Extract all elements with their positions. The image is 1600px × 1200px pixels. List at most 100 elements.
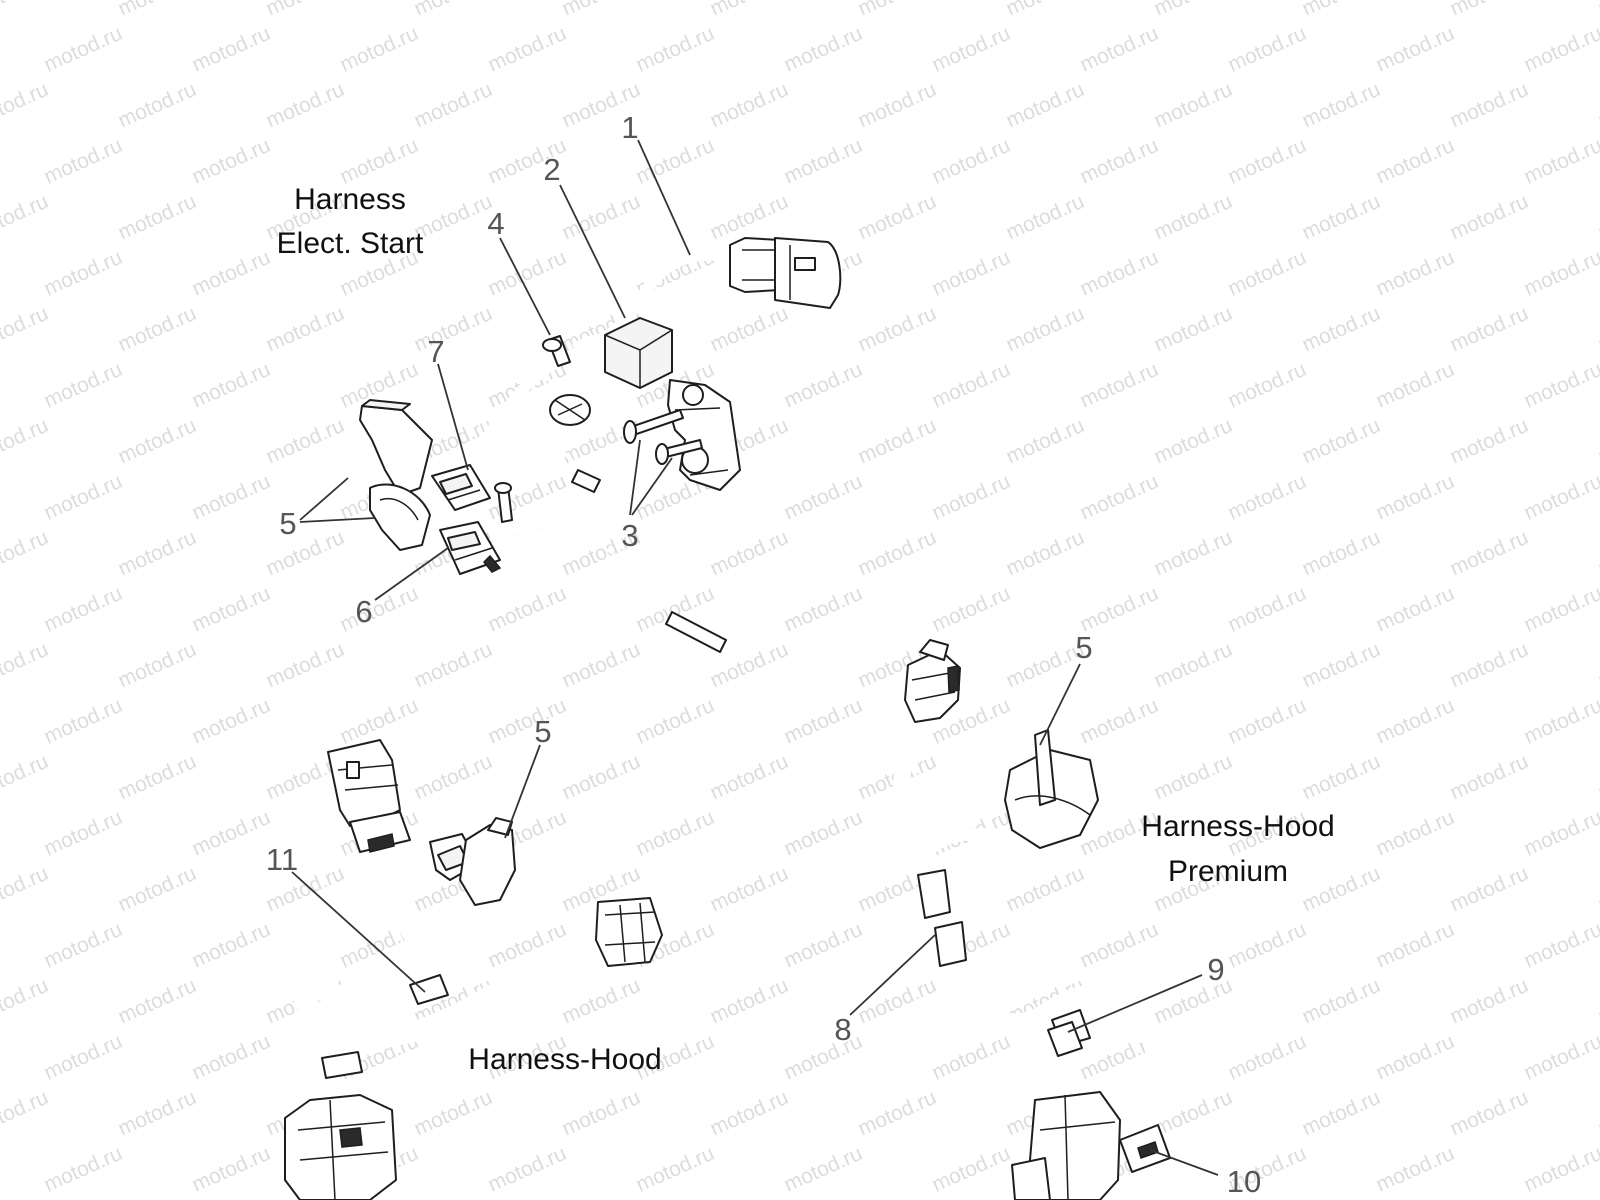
watermark-text: motod.ru bbox=[0, 78, 52, 133]
watermark-text: motod.ru bbox=[115, 526, 200, 581]
watermark-text: motod.ru bbox=[0, 862, 52, 917]
watermark-text: motod.ru bbox=[707, 0, 792, 21]
watermark-text: motod.ru bbox=[1595, 190, 1600, 245]
watermark-text: motod.ru bbox=[1595, 302, 1600, 357]
watermark-text: motod.ru bbox=[707, 1086, 792, 1141]
watermark-text: motod.ru bbox=[781, 694, 866, 749]
watermark-text: motod.ru bbox=[1299, 638, 1384, 693]
callout-5-elect-start: 5 bbox=[279, 506, 296, 541]
watermark-text: motod.ru bbox=[189, 1030, 274, 1085]
watermark-text: motod.ru bbox=[1447, 862, 1532, 917]
watermark-text: motod.ru bbox=[1225, 918, 1310, 973]
watermark-text: motod.ru bbox=[1521, 806, 1600, 861]
watermark-text: motod.ru bbox=[1521, 134, 1600, 189]
callout-7: 7 bbox=[427, 334, 444, 369]
watermark-text: motod.ru bbox=[1595, 78, 1600, 133]
watermark-text: motod.ru bbox=[781, 358, 866, 413]
watermark-text: motod.ru bbox=[1151, 414, 1236, 469]
watermark-text: motod.ru bbox=[337, 134, 422, 189]
callout-5-hood: 5 bbox=[534, 714, 551, 749]
watermark-text: motod.ru bbox=[189, 246, 274, 301]
watermark-text: motod.ru bbox=[115, 414, 200, 469]
watermark-text: motod.ru bbox=[559, 974, 644, 1029]
watermark-text: motod.ru bbox=[1077, 134, 1162, 189]
watermark-text: motod.ru bbox=[1299, 750, 1384, 805]
watermark-text: motod.ru bbox=[1373, 134, 1458, 189]
watermark-text: motod.ru bbox=[707, 750, 792, 805]
watermark-text: motod.ru bbox=[115, 862, 200, 917]
watermark-text: motod.ru bbox=[411, 190, 496, 245]
watermark-text: motod.ru bbox=[263, 414, 348, 469]
watermark-text: motod.ru bbox=[115, 638, 200, 693]
watermark-text: motod.ru bbox=[1225, 470, 1310, 525]
watermark-text: motod.ru bbox=[41, 1030, 126, 1085]
watermark-text: motod.ru bbox=[707, 302, 792, 357]
watermark-text: motod.ru bbox=[0, 974, 52, 1029]
watermark-text: motod.ru bbox=[929, 134, 1014, 189]
watermark-text: motod.ru bbox=[1521, 1142, 1600, 1197]
callout-6: 6 bbox=[355, 594, 372, 629]
watermark-text: motod.ru bbox=[1003, 302, 1088, 357]
watermark-text: motod.ru bbox=[1077, 918, 1162, 973]
watermark-text: motod.ru bbox=[1521, 470, 1600, 525]
watermark-text: motod.ru bbox=[115, 78, 200, 133]
watermark-text: motod.ru bbox=[1077, 22, 1162, 77]
watermark-text: motod.ru bbox=[1447, 750, 1532, 805]
watermark-text: motod.ru bbox=[781, 470, 866, 525]
harness-hood-premium-assembly bbox=[892, 639, 1230, 1200]
watermark-text: motod.ru bbox=[411, 302, 496, 357]
watermark-text: motod.ru bbox=[1447, 78, 1532, 133]
watermark-text: motod.ru bbox=[855, 526, 940, 581]
watermark-text: motod.ru bbox=[1447, 1086, 1532, 1141]
watermark-text: motod.ru bbox=[485, 470, 570, 525]
watermark-text: motod.ru bbox=[1521, 582, 1600, 637]
watermark-text: motod.ru bbox=[189, 470, 274, 525]
watermark-text: motod.ru bbox=[1595, 750, 1600, 805]
watermark-text: motod.ru bbox=[1521, 358, 1600, 413]
watermark-text: motod.ru bbox=[189, 22, 274, 77]
watermark-text: motod.ru bbox=[855, 0, 940, 21]
watermark-text: motod.ru bbox=[1003, 78, 1088, 133]
watermark-text: motod.ru bbox=[1521, 694, 1600, 749]
watermark-text: motod.ru bbox=[189, 918, 274, 973]
watermark-text: motod.ru bbox=[1595, 1086, 1600, 1141]
watermark-text: motod.ru bbox=[781, 582, 866, 637]
watermark-text: motod.ru bbox=[189, 358, 274, 413]
watermark-text: motod.ru bbox=[559, 638, 644, 693]
watermark-text: motod.ru bbox=[0, 0, 52, 21]
watermark-text: motod.ru bbox=[559, 1086, 644, 1141]
watermark-text: motod.ru bbox=[1299, 414, 1384, 469]
leader-lines bbox=[291, 139, 1219, 1176]
watermark-text: motod.ru bbox=[707, 526, 792, 581]
watermark-text: motod.ru bbox=[263, 302, 348, 357]
watermark-text: motod.ru bbox=[1447, 302, 1532, 357]
watermark-text: motod.ru bbox=[115, 974, 200, 1029]
watermark-text: motod.ru bbox=[1151, 190, 1236, 245]
watermark-text: motod.ru bbox=[1447, 638, 1532, 693]
watermark-text: motod.ru bbox=[0, 302, 52, 357]
watermark-text: motod.ru bbox=[707, 862, 792, 917]
callout-4: 4 bbox=[487, 206, 504, 241]
watermark-text: motod.ru bbox=[1595, 638, 1600, 693]
assembly-titles: Harness Elect. Start Harness-Hood Harnes… bbox=[277, 183, 1335, 1076]
watermark-text: motod.ru bbox=[1151, 638, 1236, 693]
watermark-text: motod.ru bbox=[633, 806, 718, 861]
watermark-text: motod.ru bbox=[1373, 1030, 1458, 1085]
watermark-text: motod.ru bbox=[633, 694, 718, 749]
watermark-text: motod.ru bbox=[1595, 862, 1600, 917]
watermark-text: motod.ru bbox=[1299, 78, 1384, 133]
watermark-text: motod.ru bbox=[1225, 22, 1310, 77]
callout-11: 11 bbox=[266, 842, 298, 877]
watermark-text: motod.ru bbox=[189, 694, 274, 749]
watermark-text: motod.ru bbox=[929, 246, 1014, 301]
watermark-text: motod.ru bbox=[1003, 0, 1088, 21]
watermark-text: motod.ru bbox=[929, 1142, 1014, 1197]
watermark-text: motod.ru bbox=[263, 78, 348, 133]
watermark-text: motod.ru bbox=[1373, 470, 1458, 525]
harness-elect-start-assembly bbox=[359, 237, 842, 653]
watermark-text: motod.ru bbox=[1225, 246, 1310, 301]
watermark-text: motod.ru bbox=[1299, 526, 1384, 581]
watermark-text: motod.ru bbox=[855, 1086, 940, 1141]
watermark-text: motod.ru bbox=[485, 1142, 570, 1197]
